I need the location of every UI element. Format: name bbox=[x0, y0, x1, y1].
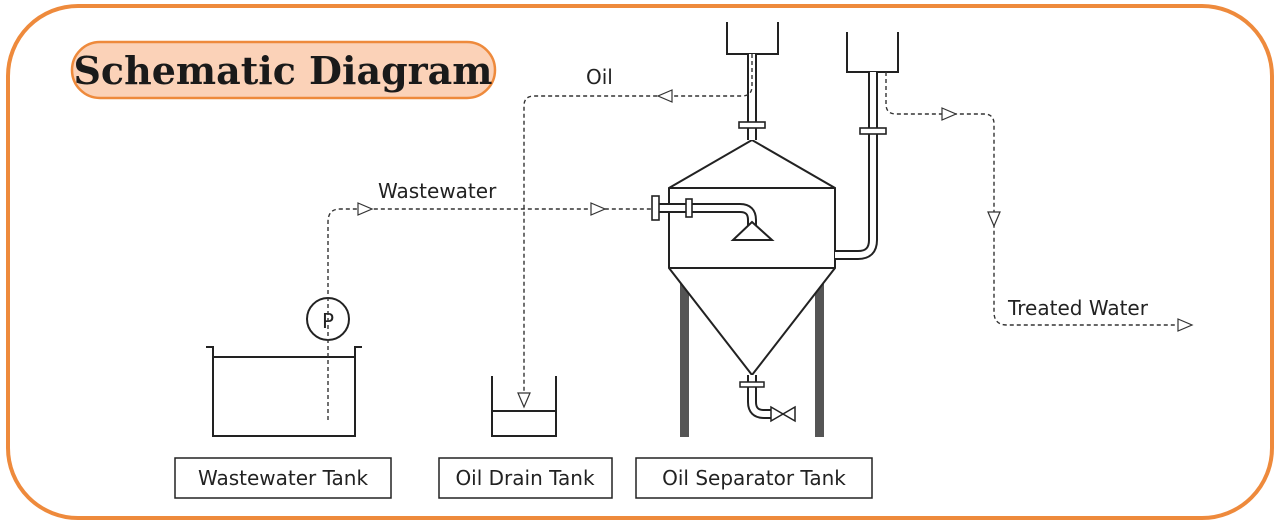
pipe-flange bbox=[739, 381, 765, 388]
tank-leg bbox=[680, 283, 689, 437]
wastewater-flow-label: Wastewater bbox=[378, 179, 497, 203]
flow-arrow-icon bbox=[1177, 318, 1194, 332]
oil-separator-tank bbox=[668, 138, 836, 437]
pipe-flange bbox=[738, 121, 766, 129]
oil-drain-tank bbox=[491, 376, 557, 437]
distributor-cone bbox=[730, 220, 775, 241]
pipe-flange bbox=[651, 195, 660, 221]
oil-separator-tank-label: Oil Separator Tank bbox=[662, 466, 846, 490]
outer-frame bbox=[6, 4, 1274, 520]
oil-drain-tank-label: Oil Drain Tank bbox=[455, 466, 595, 490]
oil-flow-line bbox=[523, 54, 753, 405]
title-badge: Schematic Diagram bbox=[70, 40, 497, 100]
flow-arrow-icon bbox=[656, 89, 673, 103]
oil-drain-tank-label-box: Oil Drain Tank bbox=[438, 457, 613, 499]
pipe-flange bbox=[859, 127, 887, 135]
wastewater-tank-label: Wastewater Tank bbox=[198, 466, 368, 490]
flow-arrow-icon bbox=[517, 392, 531, 409]
wastewater-tank-label-box: Wastewater Tank bbox=[174, 457, 392, 499]
flow-arrow-icon bbox=[357, 202, 374, 216]
wastewater-tank bbox=[206, 346, 362, 437]
treated-water-flow-label: Treated Water bbox=[1007, 296, 1149, 320]
wastewater-flow-line bbox=[327, 208, 652, 420]
treated-water-outlet-pipe bbox=[835, 32, 899, 260]
flow-arrow-icon bbox=[941, 107, 958, 121]
pipe-flange bbox=[685, 198, 693, 218]
oil-flow-label: Oil bbox=[586, 65, 613, 89]
flow-arrow-icon bbox=[590, 202, 607, 216]
tank-leg bbox=[815, 283, 824, 437]
oil-separator-tank-label-box: Oil Separator Tank bbox=[635, 457, 873, 499]
valve-icon bbox=[770, 405, 796, 423]
drain-outlet bbox=[739, 375, 796, 423]
treated-water-flow-line bbox=[885, 72, 1185, 326]
title-pill bbox=[70, 40, 497, 100]
flow-arrow-icon bbox=[987, 211, 1001, 228]
inlet-pipe bbox=[651, 195, 775, 241]
page-title: Schematic Diagram bbox=[73, 48, 492, 93]
